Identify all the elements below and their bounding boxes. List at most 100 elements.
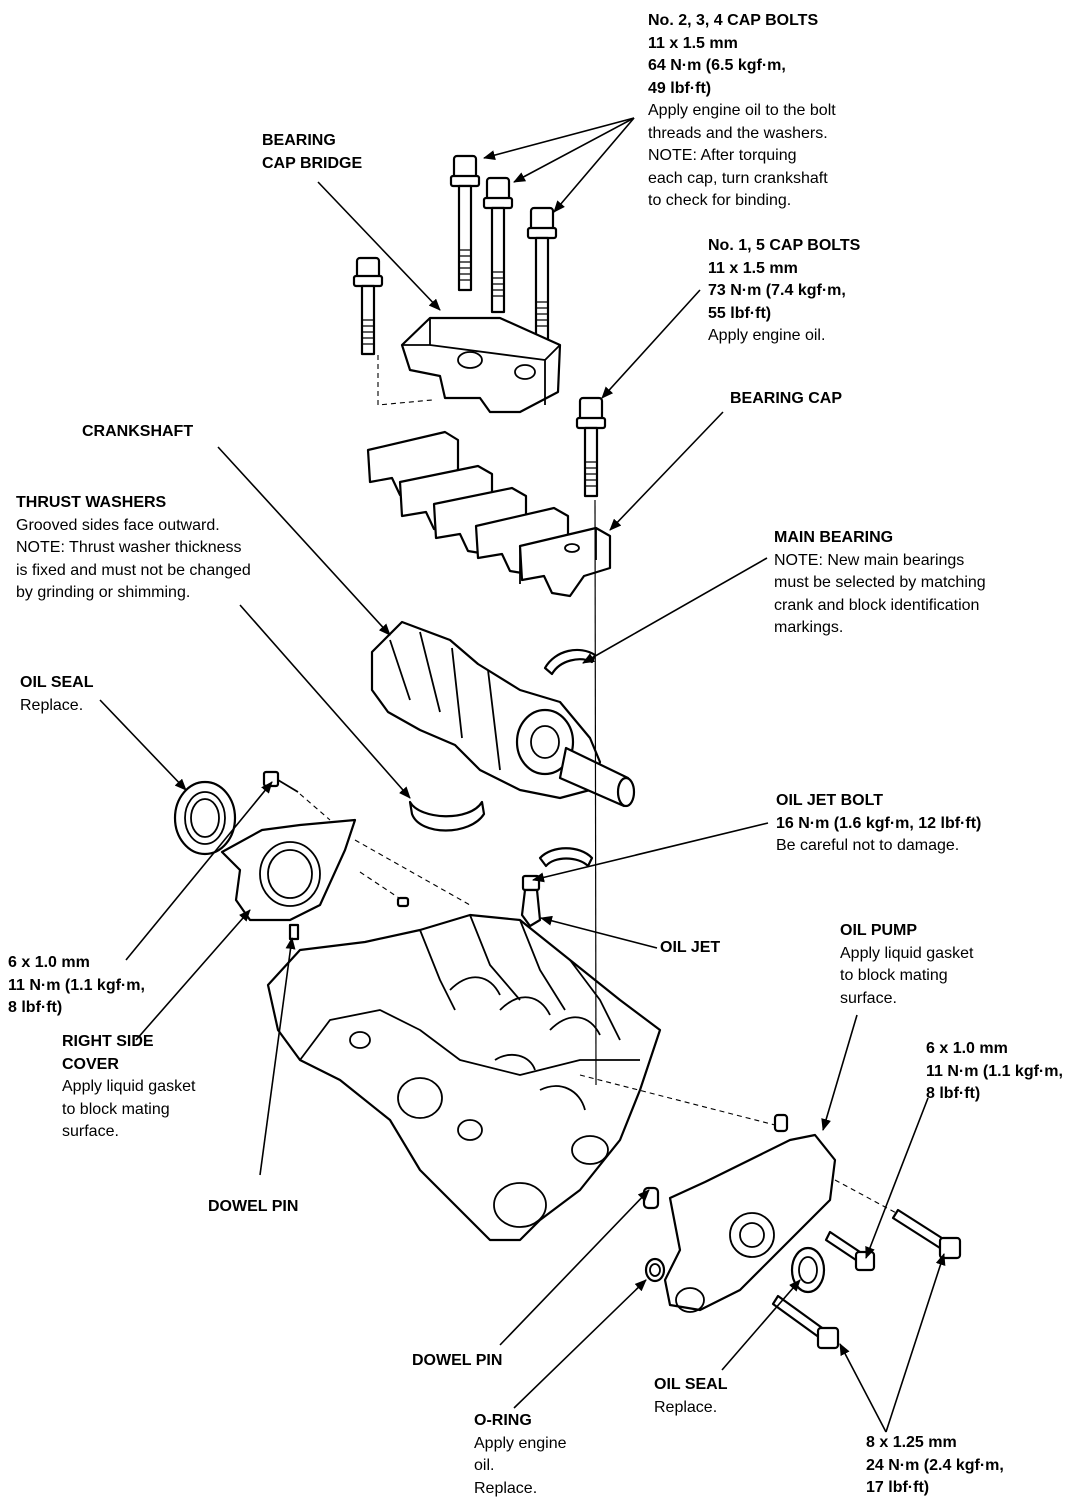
label-line: OIL JET BOLT bbox=[776, 792, 883, 809]
label-line: OIL JET bbox=[660, 939, 721, 956]
label-line: COVER bbox=[62, 1055, 119, 1073]
cap-bolt-5 bbox=[575, 396, 607, 498]
thrust-washer-upper bbox=[408, 800, 486, 832]
bearing-caps bbox=[366, 430, 612, 598]
label-dowel-pin-left: DOWEL PIN bbox=[208, 1196, 298, 1219]
label-line: 55 lbf·ft) bbox=[708, 304, 772, 322]
label-note: Apply engine bbox=[474, 1434, 567, 1452]
label-thrust-washers: THRUST WASHERS Grooved sides face outwar… bbox=[16, 492, 251, 605]
label-note: to block mating bbox=[840, 967, 948, 984]
label-line: 11 x 1.5 mm bbox=[708, 259, 798, 277]
label-note: oil. bbox=[474, 1457, 495, 1474]
label-line: CAP BRIDGE bbox=[262, 154, 363, 172]
label-line: OIL SEAL bbox=[20, 674, 94, 691]
label-note: Grooved sides face outward. bbox=[16, 516, 220, 534]
label-oil-pump: OIL PUMP Apply liquid gasket to block ma… bbox=[840, 920, 973, 1010]
o-ring bbox=[644, 1257, 666, 1283]
label-line: 64 N·m (6.5 kgf·m, bbox=[648, 57, 786, 74]
label-line: BEARING bbox=[262, 132, 336, 149]
cap-bolt-4 bbox=[526, 206, 558, 344]
label-oil-jet: OIL JET bbox=[660, 937, 720, 960]
engine-block bbox=[266, 913, 662, 1242]
label-oil-seal-top: OIL SEAL Replace. bbox=[20, 672, 94, 717]
label-line: OIL PUMP bbox=[840, 922, 918, 939]
label-line: 8 lbf·ft) bbox=[926, 1085, 981, 1102]
label-line: CRANKSHAFT bbox=[82, 423, 194, 440]
cap-bolt-3 bbox=[482, 176, 514, 314]
oil-seal-top bbox=[173, 780, 237, 856]
label-line: THRUST WASHERS bbox=[16, 494, 167, 511]
leader-lines bbox=[99, 117, 946, 1433]
dowel-pin-bottom bbox=[642, 1186, 660, 1210]
label-note: surface. bbox=[62, 1123, 119, 1140]
label-line: BEARING CAP bbox=[730, 390, 843, 407]
label-line: MAIN BEARING bbox=[774, 529, 894, 546]
label-note: Replace. bbox=[474, 1479, 538, 1497]
label-dowel-pin-bottom: DOWEL PIN bbox=[412, 1350, 502, 1373]
label-note: surface. bbox=[840, 989, 897, 1007]
label-note: to block mating bbox=[62, 1100, 170, 1118]
label-line: 49 lbf·ft) bbox=[648, 79, 712, 97]
label-note: NOTE: Thrust washer thickness bbox=[16, 539, 242, 556]
label-oil-seal-bottom: OIL SEAL Replace. bbox=[654, 1374, 728, 1419]
label-line: 17 lbf·ft) bbox=[866, 1479, 930, 1496]
label-cap-bolts-234: No. 2, 3, 4 CAP BOLTS 11 x 1.5 mm 64 N·m… bbox=[648, 10, 836, 213]
label-right-side-cover: RIGHT SIDE COVER Apply liquid gasket to … bbox=[62, 1031, 195, 1144]
label-bearing-cap: BEARING CAP bbox=[730, 388, 842, 411]
label-note: Apply liquid gasket bbox=[840, 944, 974, 962]
label-note: NOTE: New main bearings bbox=[774, 551, 965, 569]
oil-jet bbox=[520, 874, 542, 928]
label-line: O-RING bbox=[474, 1412, 532, 1429]
label-bolt-6x1-right: 6 x 1.0 mm 11 N·m (1.1 kgf·m, 8 lbf·ft) bbox=[926, 1038, 1063, 1106]
oil-pump-bolt-6x1 bbox=[824, 1230, 876, 1272]
label-line: 73 N·m (7.4 kgf·m, bbox=[708, 282, 846, 299]
oil-pump-bolt-8x125-right bbox=[891, 1208, 962, 1260]
label-line: 11 x 1.5 mm bbox=[648, 34, 738, 52]
label-note: by grinding or shimming. bbox=[16, 584, 191, 601]
label-note: Be careful not to damage. bbox=[776, 837, 960, 854]
label-line: 6 x 1.0 mm bbox=[926, 1040, 1008, 1057]
label-line: No. 2, 3, 4 CAP BOLTS bbox=[648, 12, 819, 29]
cap-bolt-2 bbox=[449, 154, 481, 292]
label-note: Replace. bbox=[654, 1398, 718, 1416]
label-note: Apply liquid gasket bbox=[62, 1078, 196, 1095]
label-crankshaft: CRANKSHAFT bbox=[82, 421, 193, 444]
label-line: 8 lbf·ft) bbox=[8, 999, 63, 1016]
label-line: RIGHT SIDE bbox=[62, 1033, 154, 1050]
label-line: 8 x 1.25 mm bbox=[866, 1434, 957, 1451]
label-note: is fixed and must not be changed bbox=[16, 561, 251, 579]
oil-seal-bottom bbox=[790, 1246, 826, 1294]
label-note: markings. bbox=[774, 619, 844, 636]
label-line: 24 N·m (2.4 kgf·m, bbox=[866, 1456, 1004, 1474]
label-line: DOWEL PIN bbox=[208, 1198, 299, 1215]
bearing-cap-bridge bbox=[377, 316, 562, 414]
label-line: DOWEL PIN bbox=[412, 1352, 503, 1369]
oil-pump-bolt-8x125-left bbox=[771, 1294, 840, 1350]
main-bearing-lower bbox=[538, 847, 594, 868]
oil-pump bbox=[579, 1074, 901, 1313]
label-line: 6 x 1.0 mm bbox=[8, 954, 90, 971]
label-main-bearing: MAIN BEARING NOTE: New main bearings mus… bbox=[774, 527, 986, 640]
label-line: 16 N·m (1.6 kgf·m, 12 lbf·ft) bbox=[776, 814, 982, 832]
crankshaft bbox=[370, 620, 636, 808]
main-bearing-upper bbox=[543, 648, 597, 676]
label-o-ring: O-RING Apply engine oil. Replace. bbox=[474, 1410, 567, 1500]
label-note: Apply engine oil to the bolt bbox=[648, 102, 836, 119]
cap-bolt-1 bbox=[352, 256, 384, 356]
label-line: No. 1, 5 CAP BOLTS bbox=[708, 237, 861, 254]
label-oil-jet-bolt: OIL JET BOLT 16 N·m (1.6 kgf·m, 12 lbf·f… bbox=[776, 790, 981, 858]
label-line: OIL SEAL bbox=[654, 1376, 728, 1393]
label-note: must be selected by matching bbox=[774, 574, 986, 591]
label-bolt-6x1-left: 6 x 1.0 mm 11 N·m (1.1 kgf·m, 8 lbf·ft) bbox=[8, 952, 145, 1020]
label-note: NOTE: After torquing bbox=[648, 147, 797, 164]
label-line: 11 N·m (1.1 kgf·m, bbox=[926, 1062, 1063, 1080]
label-bolt-8x125: 8 x 1.25 mm 24 N·m (2.4 kgf·m, 17 lbf·ft… bbox=[866, 1432, 1004, 1500]
label-note: Replace. bbox=[20, 696, 84, 714]
label-line: 11 N·m (1.1 kgf·m, bbox=[8, 976, 145, 994]
label-cap-bolts-15: No. 1, 5 CAP BOLTS 11 x 1.5 mm 73 N·m (7… bbox=[708, 235, 860, 348]
label-note: threads and the washers. bbox=[648, 124, 828, 142]
label-note: to check for binding. bbox=[648, 192, 792, 209]
alignment-line-cap bbox=[594, 499, 597, 1086]
